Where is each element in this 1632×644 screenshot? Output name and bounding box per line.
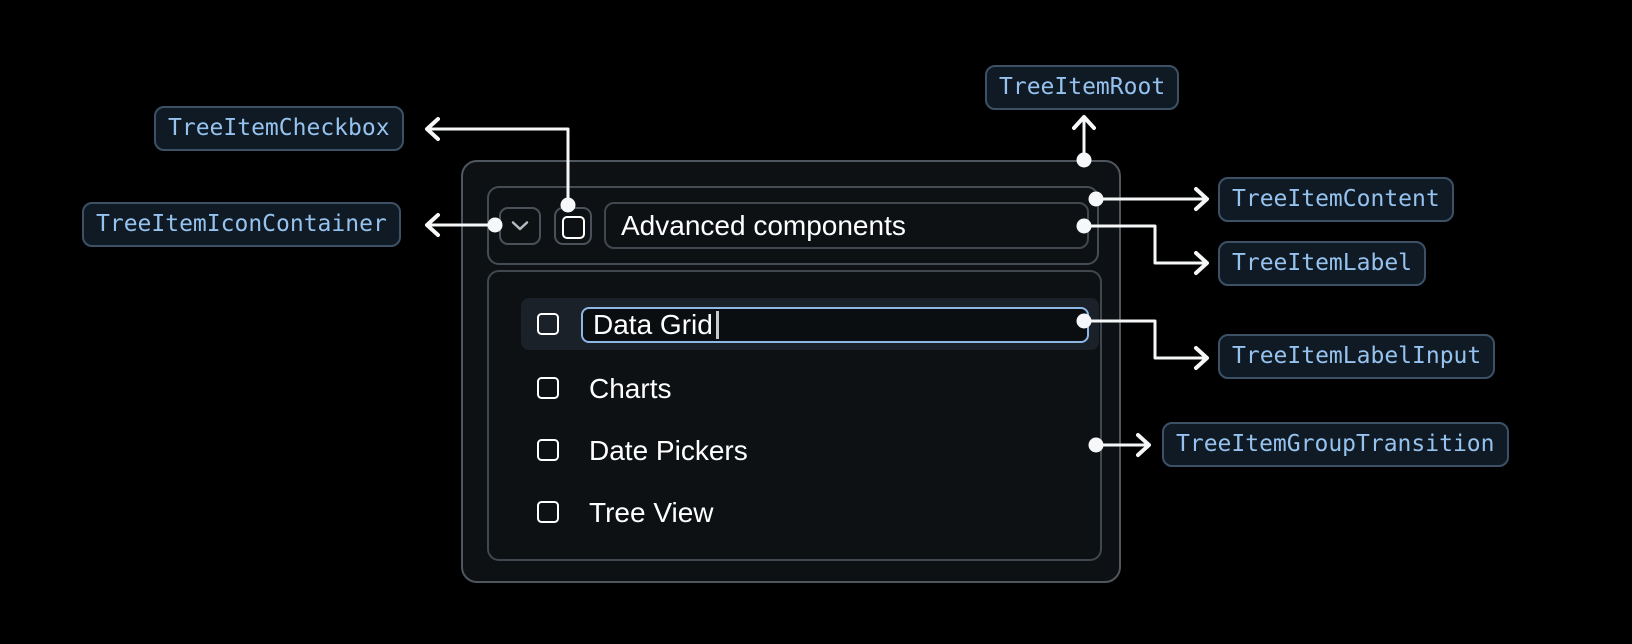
tree-item-checkbox[interactable] — [537, 439, 559, 461]
tree-item-label-input[interactable]: Data Grid — [581, 307, 1089, 343]
arrow-left-icon — [425, 213, 440, 237]
arrow-right-icon — [1194, 346, 1209, 370]
tree-item-row[interactable]: Date Pickers — [489, 429, 1100, 473]
tree-item-checkbox[interactable] — [537, 313, 559, 335]
arrow-left-icon — [425, 117, 440, 141]
arrow-right-icon — [1136, 433, 1151, 457]
parent-label-text: Advanced components — [621, 209, 906, 241]
tree-item-checkbox[interactable] — [537, 501, 559, 523]
badge-tree-item-content: TreeItemContent — [1218, 177, 1454, 222]
tree-item-content[interactable]: Advanced components — [487, 186, 1099, 265]
tree-item-editing-row[interactable]: Data Grid — [521, 298, 1099, 350]
arrow-up-icon — [1072, 115, 1096, 130]
tree-item-icon-container[interactable] — [499, 207, 541, 245]
tree-item-checkbox[interactable] — [554, 207, 592, 245]
tree-item-label: Tree View — [589, 497, 714, 528]
label-input-value: Data Grid — [593, 309, 713, 340]
arrow-right-icon — [1194, 251, 1209, 275]
badge-tree-item-label: TreeItemLabel — [1218, 241, 1427, 286]
checkbox-unchecked-icon — [561, 215, 585, 239]
badge-tree-item-checkbox: TreeItemCheckbox — [154, 106, 404, 151]
badge-tree-item-root: TreeItemRoot — [985, 65, 1180, 110]
text-caret — [715, 311, 719, 339]
tree-item-checkbox[interactable] — [537, 377, 559, 399]
arrow-right-icon — [1194, 187, 1209, 211]
badge-tree-item-group-transition: TreeItemGroupTransition — [1162, 422, 1509, 467]
chevron-down-icon — [511, 221, 529, 231]
tree-item-row[interactable]: Tree View — [489, 491, 1100, 535]
tree-item-label: Charts — [589, 373, 672, 404]
badge-tree-item-icon-container: TreeItemIconContainer — [82, 202, 401, 247]
tree-item-label: Date Pickers — [589, 435, 748, 466]
tree-item-row[interactable]: Charts — [489, 367, 1100, 411]
tree-item-root: Advanced components Data Grid Charts Dat… — [461, 160, 1121, 583]
badge-tree-item-label-input: TreeItemLabelInput — [1218, 334, 1496, 379]
tree-item-label: Advanced components — [604, 202, 1089, 249]
tree-item-group-transition: Data Grid Charts Date Pickers Tree View — [487, 270, 1102, 561]
